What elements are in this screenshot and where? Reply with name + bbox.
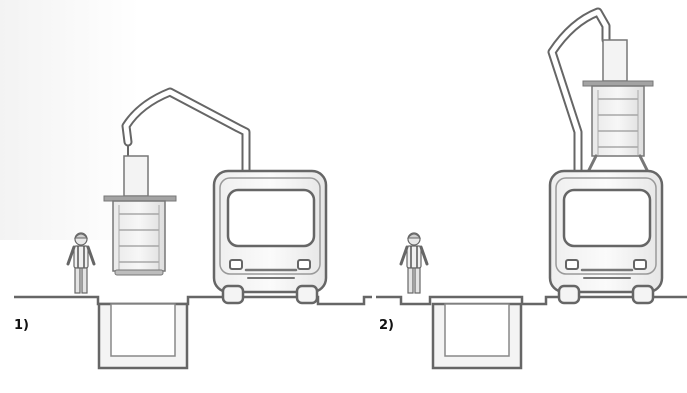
ground-line-2 [376, 295, 687, 306]
garbage-truck-1 [212, 169, 328, 305]
underground-bin-2 [582, 39, 654, 174]
scene-1 [14, 87, 372, 370]
step-label-2: 2) [379, 318, 394, 333]
underground-pit-1 [97, 302, 189, 370]
crane-arm-1 [121, 87, 251, 177]
person-icon [399, 232, 429, 294]
garbage-truck-2 [548, 169, 664, 305]
underground-pit-2 [431, 302, 523, 370]
step-label-1: 1) [14, 318, 29, 333]
underground-bin-1 [103, 142, 177, 276]
scene-2 [376, 7, 687, 370]
crane-arm-2 [547, 7, 611, 177]
person-icon [66, 232, 96, 294]
